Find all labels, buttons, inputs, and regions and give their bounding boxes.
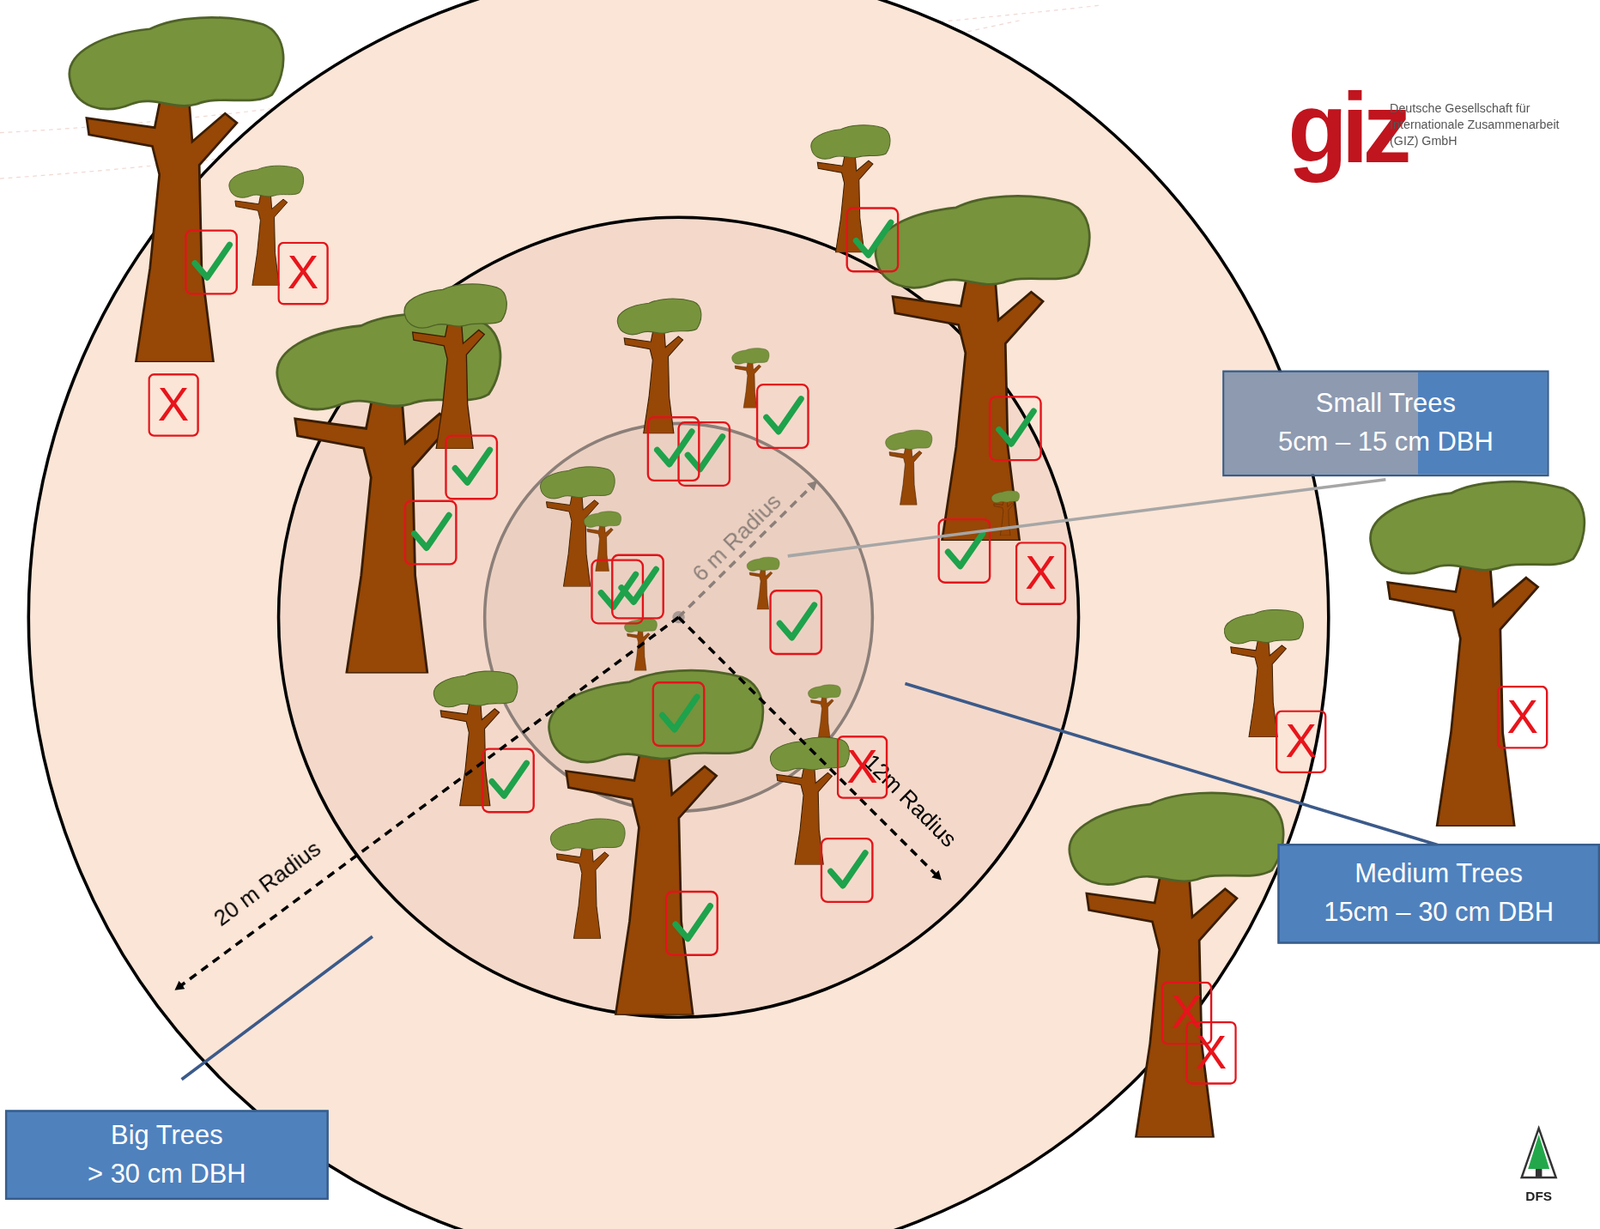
check-mark <box>666 891 717 956</box>
tree-icon <box>583 511 621 572</box>
check-box <box>185 230 237 295</box>
check-box <box>821 838 873 903</box>
check-mark <box>445 436 497 500</box>
check-mark <box>405 501 456 565</box>
tree-icon <box>732 348 770 409</box>
tree-icon <box>807 684 841 738</box>
check-symbol <box>766 399 801 432</box>
check-symbol <box>779 605 814 638</box>
dfs-logo <box>1521 1128 1557 1178</box>
check-mark <box>648 417 699 481</box>
tree-icon <box>550 818 625 940</box>
check-symbol <box>657 431 692 465</box>
radius-lines <box>175 481 941 990</box>
check-box <box>989 396 1041 461</box>
check-box <box>678 422 730 486</box>
tree-icon <box>549 670 764 1016</box>
check-symbol <box>675 906 710 940</box>
size-class-box: Big Trees> 30 cm DBH <box>5 1109 329 1200</box>
check-symbol <box>194 244 230 278</box>
box-range: 15cm – 30 cm DBH <box>1323 893 1554 933</box>
check-symbol <box>999 411 1034 444</box>
check-mark <box>770 590 822 655</box>
check-box <box>770 590 822 655</box>
excluded-mark: X <box>1275 709 1327 774</box>
mark-group <box>185 208 1041 956</box>
check-symbol <box>491 763 527 796</box>
tree-icon <box>433 671 518 807</box>
tree-icon <box>875 195 1090 541</box>
check-mark <box>678 422 730 486</box>
check-box <box>666 891 717 956</box>
check-box <box>653 682 704 746</box>
tree-icon <box>811 125 891 253</box>
check-box <box>405 501 456 565</box>
box-heading: Small Trees <box>1315 385 1456 425</box>
size-class-box: Small Trees5cm – 15 cm DBH <box>1222 370 1549 478</box>
check-box <box>445 436 497 500</box>
check-symbol <box>454 449 490 483</box>
logo-wordmark: giz <box>1287 79 1406 178</box>
tree-icon <box>1370 481 1585 827</box>
leader-lines <box>181 479 1445 1080</box>
box-heading: Medium Trees <box>1354 855 1523 895</box>
check-symbol <box>414 515 449 548</box>
check-box <box>591 560 643 625</box>
check-symbol <box>687 436 722 470</box>
check-box <box>757 384 808 449</box>
check-mark <box>591 560 643 625</box>
check-mark <box>939 519 990 583</box>
box-range: 5cm – 15 cm DBH <box>1278 423 1494 462</box>
excluded-mark: X <box>147 373 199 437</box>
excluded-mark: X <box>1185 1021 1237 1085</box>
check-box <box>939 519 990 583</box>
tree-icon <box>885 430 933 505</box>
tree-icon <box>746 557 780 610</box>
box-heading: Big Trees <box>110 1116 224 1156</box>
logo-text: DFS <box>1525 1187 1552 1204</box>
box-range: > 30 cm DBH <box>87 1155 247 1194</box>
check-mark <box>185 230 237 295</box>
logo-text: Deutsche Gesellschaft für Internationale… <box>1389 100 1564 151</box>
size-class-box: Medium Trees15cm – 30 cm DBH <box>1277 843 1600 945</box>
check-box <box>847 208 898 273</box>
tree-group <box>69 17 1585 1138</box>
check-mark <box>821 838 873 903</box>
excluded-mark: X <box>1496 685 1548 750</box>
check-mark <box>653 682 704 746</box>
tree-icon <box>1069 793 1284 1139</box>
check-symbol <box>947 533 982 567</box>
check-mark <box>612 555 663 619</box>
check-mark <box>847 208 898 273</box>
excluded-mark: X <box>836 735 888 800</box>
check-mark <box>989 396 1041 461</box>
excluded-mark: X <box>277 242 328 306</box>
plot-circle-20m <box>28 0 1329 1229</box>
check-symbol <box>855 222 891 255</box>
check-mark <box>757 384 808 449</box>
check-symbol <box>830 853 866 886</box>
check-symbol <box>662 696 697 730</box>
tree-icon <box>404 284 507 449</box>
check-box <box>648 417 699 481</box>
tree-icon <box>617 298 702 434</box>
excluded-mark: X <box>1015 541 1067 606</box>
check-box <box>612 555 663 619</box>
check-symbol <box>621 569 656 602</box>
